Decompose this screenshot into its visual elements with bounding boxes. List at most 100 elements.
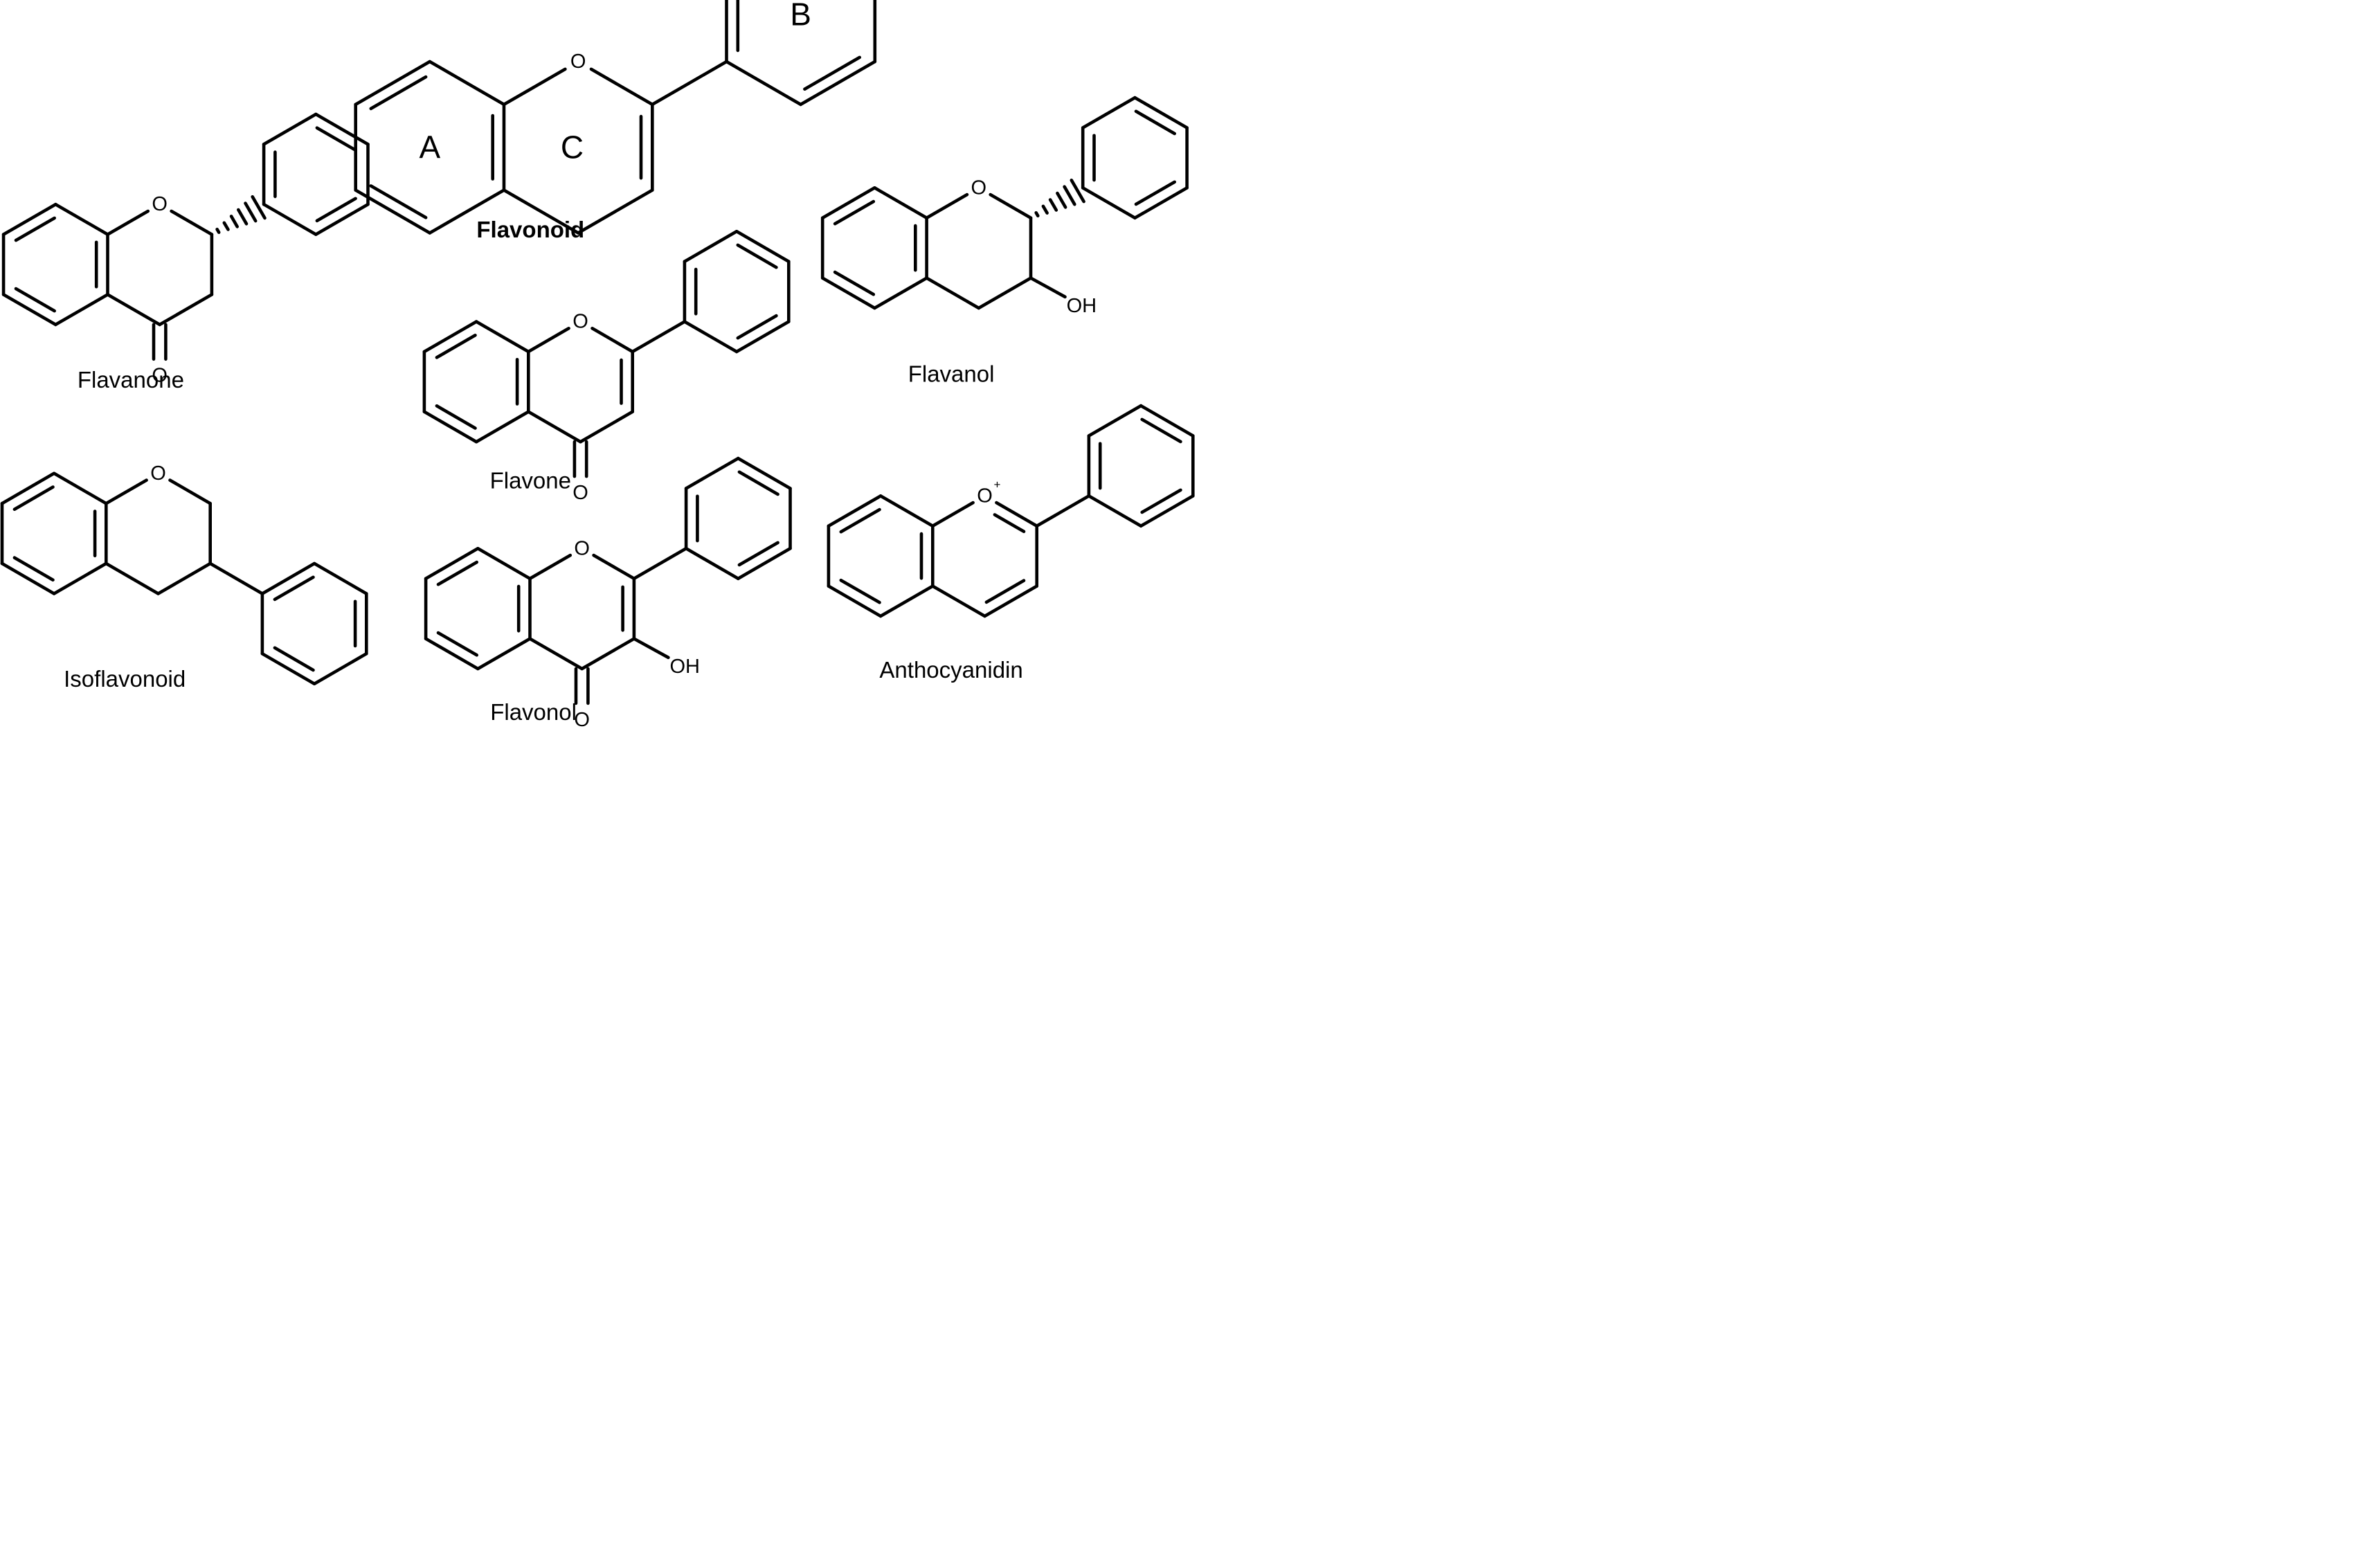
anthocyanidin-caption: Anthocyanidin [879, 657, 1022, 683]
double-bond-line [436, 631, 479, 657]
double-bond-line [315, 197, 357, 223]
hash-wedge-line [1048, 198, 1058, 212]
double-bond-line [833, 199, 876, 226]
ring-oxygen-label: O [152, 193, 168, 215]
bond-line [827, 494, 883, 528]
hydroxyl-label: OH [670, 656, 701, 678]
bond-line [931, 501, 975, 528]
double-bond-line [315, 126, 357, 152]
double-bond-line [737, 470, 779, 496]
hash-wedge-line [1041, 204, 1049, 215]
hash-wedge-line [1070, 178, 1085, 204]
double-bond-line [436, 560, 479, 586]
double-bond-line [839, 578, 881, 604]
bond-line [170, 209, 214, 236]
bond-line [989, 192, 1033, 220]
bond-line [422, 410, 478, 444]
bond-line [931, 584, 986, 618]
bond-line [428, 188, 506, 235]
bond-line [262, 202, 318, 236]
bond-line [925, 276, 981, 310]
bond-line [476, 637, 532, 671]
double-bond-line [14, 216, 56, 242]
compound-name: Anthocyanidin [879, 657, 1022, 683]
bond-line [476, 546, 532, 581]
hydroxyl-bond [1029, 276, 1067, 299]
double-bond-line [369, 75, 428, 111]
flavanol-structure: OHO [820, 96, 1189, 317]
hash-wedge-line [244, 201, 258, 223]
bond-line [502, 188, 580, 235]
bond-line [314, 202, 370, 236]
double-bond-line [736, 314, 778, 340]
ring-oxygen-label: O [977, 485, 993, 507]
double-bond-line [273, 575, 315, 602]
bond-line [737, 546, 792, 581]
bond-line [52, 471, 108, 505]
compound-name: Isoflavonoid [64, 666, 186, 692]
ring-a-label: A [419, 129, 440, 165]
bond-line [684, 546, 740, 581]
bond-line [158, 293, 214, 327]
bond-line [873, 276, 928, 310]
ring-oxygen-label: O [971, 177, 987, 199]
double-bond-line [14, 287, 56, 313]
bond-line [312, 561, 368, 595]
bond-line [873, 186, 928, 220]
flavanol-caption: Flavanol [908, 361, 995, 386]
compound-name: Flavonol [490, 699, 577, 725]
bond-line [528, 553, 573, 581]
bond-line [1, 293, 57, 327]
bond-line [820, 186, 876, 220]
double-bond-line [1134, 180, 1176, 206]
double-bond-line [1140, 488, 1182, 514]
double-bond-line [1140, 417, 1182, 444]
bond-line [1081, 96, 1137, 129]
bond-line [1087, 404, 1143, 438]
double-bond-line [369, 184, 428, 219]
phenyl-ring [1087, 404, 1195, 528]
compound-name: Flavanol [908, 361, 995, 386]
bond-line [683, 229, 739, 264]
double-bond-line [737, 541, 779, 567]
double-bond-line [273, 646, 315, 672]
hash-wedge-line [1056, 191, 1067, 209]
bond-line [734, 320, 791, 354]
bond-line [632, 546, 688, 581]
bond-line [262, 112, 318, 146]
phenyl-ring [683, 229, 791, 354]
bond-line [1, 202, 57, 236]
ring-oxygen-label: O [150, 462, 166, 485]
bond-line [424, 637, 480, 671]
isoflavonoid-caption: Isoflavonoid [64, 666, 186, 692]
bond-line [208, 561, 264, 595]
flavonol-caption: Flavonol [490, 699, 577, 725]
hash-wedge-line [251, 195, 267, 220]
bond-line [589, 67, 654, 107]
double-bond-line [803, 55, 861, 91]
hash-wedge-line [1034, 210, 1040, 218]
bond-line [820, 276, 876, 310]
bond-line [925, 192, 969, 220]
double-bond-line [12, 485, 55, 512]
hash-wedge-line [222, 221, 230, 231]
hash-wedge-line [1063, 185, 1076, 206]
bond-line [1087, 494, 1143, 528]
phenyl-ring [1081, 96, 1189, 220]
bond-line [1133, 96, 1189, 129]
bond-line [106, 209, 150, 236]
bond-line [1035, 494, 1091, 528]
bond-line [590, 326, 635, 354]
bond-line [312, 651, 368, 686]
carbonyl-oxygen-label: O [573, 482, 588, 504]
bond-line [734, 229, 791, 264]
double-bond-line [984, 579, 1026, 604]
double-bond-line [435, 333, 477, 359]
bond-line [52, 561, 108, 595]
bond-line [0, 471, 56, 505]
bond-line [424, 546, 480, 581]
bond-line [528, 637, 584, 671]
